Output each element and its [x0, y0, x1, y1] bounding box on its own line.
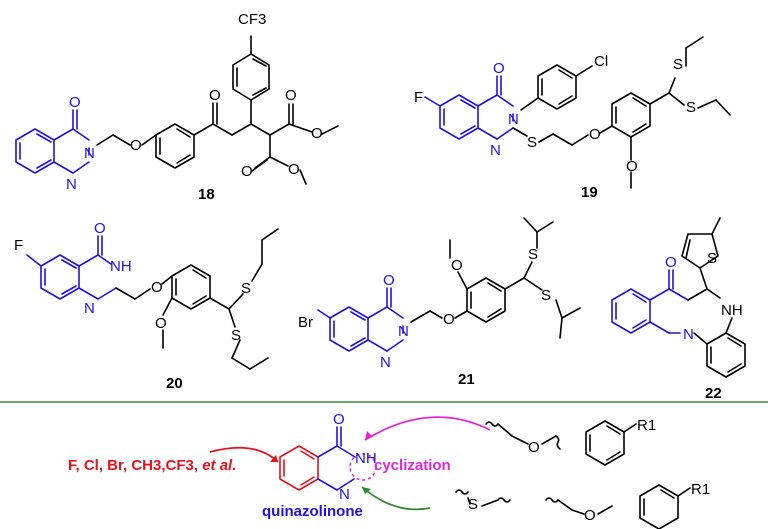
- summary-scheme: O NH N F, Cl, Br, CH3,CF3, et al. cycliz…: [68, 411, 710, 529]
- compound-19-cl: Cl: [594, 53, 608, 70]
- lower-fragment-r1: R1: [691, 481, 710, 498]
- compound-19-substituents: [512, 36, 731, 189]
- compound-18-ketone-o: O: [209, 87, 221, 104]
- summary-n: N: [339, 486, 350, 503]
- compound-20-core: [26, 235, 117, 300]
- compound-22-core: [611, 269, 689, 334]
- compound-20-s2: S: [231, 327, 241, 344]
- compound-19-s: S: [527, 134, 537, 151]
- upper-fragment: [485, 420, 637, 466]
- summary-nh: NH: [355, 450, 377, 467]
- thioether-arrowhead: [362, 487, 371, 494]
- compound-19-o-ether: O: [589, 126, 601, 143]
- compound-18-ether-o: O: [130, 137, 142, 154]
- compound-19-number: 19: [581, 184, 598, 201]
- compound-21-o-ether: O: [443, 311, 455, 328]
- compound-18-n3: N: [84, 145, 95, 162]
- compound-21-substituents: [410, 217, 581, 339]
- compound-22-ring-system: [681, 217, 746, 378]
- compound-19-n1: N: [490, 142, 501, 159]
- compound-19-o-methoxy: O: [626, 158, 638, 175]
- compound-22-s: S: [707, 250, 717, 267]
- compound-18-number: 18: [198, 186, 215, 203]
- compound-20-carbonyl-o: O: [94, 220, 106, 237]
- compound-21-br: Br: [298, 314, 313, 331]
- compound-21-s1: S: [528, 246, 538, 263]
- compound-19-core: [424, 75, 514, 140]
- cyclization-arrowhead: [365, 431, 373, 440]
- compound-22-nh: NH: [721, 302, 743, 319]
- compound-19-carbonyl-o: O: [493, 60, 505, 77]
- compound-18: O N N: [15, 11, 339, 203]
- quinazolinone-label: quinazolinone: [262, 503, 363, 520]
- compound-21-n1: N: [380, 354, 391, 371]
- compound-20-substituents: [115, 228, 279, 370]
- compound-20-n1: N: [84, 300, 95, 317]
- compound-20-nh: NH: [110, 258, 132, 275]
- compound-20-number: 20: [166, 375, 183, 392]
- compound-20-o-methoxy: O: [155, 315, 167, 332]
- compound-19-s2: S: [686, 99, 696, 116]
- substituent-arrowhead: [270, 455, 278, 462]
- compound-21-number: 21: [458, 371, 475, 388]
- compound-20-f: F: [14, 237, 23, 254]
- compound-21-o-methoxy: O: [451, 257, 463, 274]
- compound-19-f: F: [414, 89, 423, 106]
- compound-22-number: 22: [705, 385, 722, 402]
- compound-22-carbonyl-o: O: [665, 254, 677, 271]
- compound-18-ester-o3: O: [241, 163, 253, 180]
- upper-fragment-r1: R1: [637, 417, 656, 434]
- compound-20-o-ether: O: [151, 279, 163, 296]
- compound-21-carbonyl-o: O: [383, 272, 395, 289]
- compound-21-n3: N: [398, 323, 409, 340]
- compound-19-n3: N: [508, 111, 519, 128]
- lower-fragment-s: S: [468, 496, 478, 513]
- compound-20: F O NH N O O S S 20: [14, 220, 279, 392]
- compound-21-core: [317, 287, 404, 352]
- compound-19-s1: S: [673, 56, 683, 73]
- compound-18-core: [15, 109, 90, 174]
- upper-fragment-o: O: [528, 439, 540, 456]
- lower-fragment-o: O: [584, 507, 596, 524]
- compound-21: Br O N N O O S S 21: [298, 217, 581, 388]
- compound-22: O N NH S 22: [611, 217, 746, 402]
- compound-18-linker: [96, 35, 339, 185]
- thioether-arrow: [361, 486, 431, 511]
- compound-19: F O N N: [414, 36, 731, 201]
- compound-18-ester-o2: O: [311, 125, 323, 142]
- substituents-label: F, Cl, Br, CH3,CF3, et al.: [68, 457, 236, 474]
- compound-21-s2: S: [541, 287, 551, 304]
- compound-20-s1: S: [241, 280, 251, 297]
- cyclization-arrow: [364, 416, 491, 441]
- compound-18-cf3: CF3: [238, 11, 266, 28]
- compound-18-ester-o1: O: [285, 87, 297, 104]
- compound-22-n: N: [683, 326, 694, 343]
- summary-core: [279, 426, 377, 491]
- compound-18-n1: N: [66, 176, 77, 193]
- cyclization-label: cyclization: [374, 457, 451, 474]
- cyclization-ring-hint: [349, 453, 377, 481]
- compound-18-ester-o4: O: [288, 161, 300, 178]
- summary-carbonyl-o: O: [333, 411, 345, 428]
- compound-18-carbonyl-o: O: [69, 94, 81, 111]
- lower-fragment: [455, 484, 691, 529]
